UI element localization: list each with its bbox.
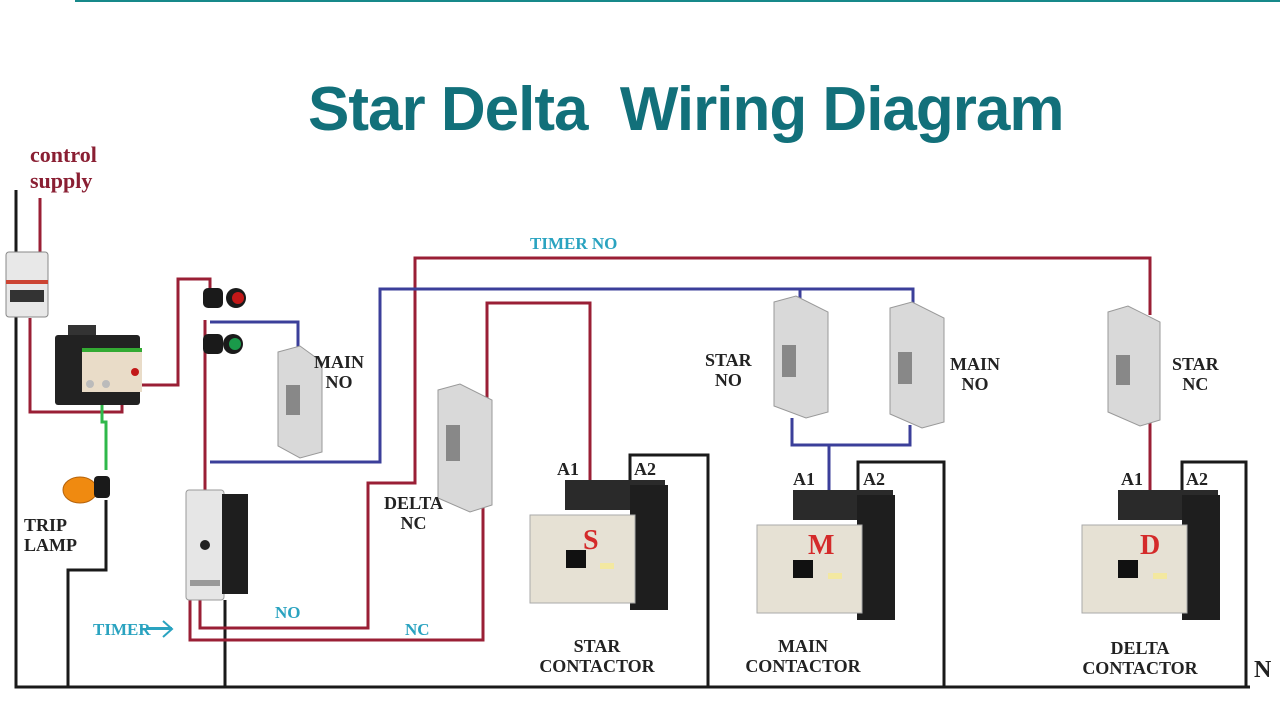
- main-contactor-letter: M: [808, 530, 835, 561]
- delta-contactor-line-1: DELTA: [1110, 638, 1170, 658]
- timer-no-top-wire: [413, 256, 1152, 460]
- aux-contact-delta-nc-icon: [437, 383, 493, 513]
- timer-arrow-icon-head: [140, 620, 174, 638]
- neutral-bus-wire: [14, 190, 1250, 689]
- main-no-2-label: MAIN NO: [950, 354, 1000, 394]
- main-no-2-line-2: NO: [961, 374, 989, 394]
- trip-lamp-wire: [100, 400, 108, 470]
- delta-a1-label: A1: [1121, 469, 1143, 489]
- timer-no-label: NO: [275, 603, 301, 622]
- timer-label: TIMER: [93, 620, 151, 639]
- mcb-icon: [5, 251, 49, 318]
- delta-nc-label: DELTA NC: [384, 493, 443, 533]
- main-contactor-label: MAIN CONTACTOR: [733, 636, 873, 676]
- star-no-line-1: STAR: [705, 350, 752, 370]
- main-no-1-line-2: NO: [325, 372, 353, 392]
- delta-nc-line-1: DELTA: [384, 493, 444, 513]
- star-no-line-2: NO: [714, 370, 742, 390]
- control-supply-line-1: control: [30, 142, 97, 167]
- star-a1-label: A1: [557, 459, 579, 479]
- main-no-2-line-1: MAIN: [950, 354, 1000, 374]
- star-no-label: STAR NO: [705, 350, 752, 390]
- delta-contactor-letter: D: [1140, 530, 1161, 561]
- top-rule: [75, 0, 1280, 2]
- control-supply-line-2: supply: [30, 168, 93, 193]
- main-a2-wire: [856, 460, 946, 687]
- main-a1-label: A1: [793, 469, 815, 489]
- delta-a2-label: A2: [1186, 469, 1208, 489]
- contactor-delta-icon: [1081, 490, 1220, 620]
- main-no-1-line-1: MAIN: [314, 352, 364, 372]
- star-contactor-label: STAR CONTACTOR: [527, 636, 667, 676]
- star-main-parallel-wire: [790, 418, 912, 447]
- delta-nc-line-2: NC: [400, 513, 427, 533]
- star-nc-label: STAR NC: [1172, 354, 1219, 394]
- star-contactor-letter: S: [583, 525, 599, 556]
- trip-lamp-label: TRIP LAMP: [24, 515, 77, 555]
- timer-no-wire: [198, 460, 417, 630]
- aux-contact-star-no-icon: [773, 295, 829, 419]
- aux-contact-main-no-2-icon: [889, 301, 945, 429]
- indicator-red-icon: [203, 288, 246, 308]
- trip-lamp-return-wire: [66, 500, 108, 687]
- neutral-label: N: [1254, 657, 1272, 683]
- star-a2-wire: [628, 453, 710, 687]
- overload-relay-icon: [55, 325, 142, 405]
- star-contactor-line-1: STAR: [573, 636, 621, 656]
- trip-lamp-icon: [62, 476, 110, 504]
- star-nc-line-2: NC: [1182, 374, 1209, 394]
- timer-no-top-label: TIMER NO: [530, 234, 618, 253]
- page-title: Star Delta Wiring Diagram: [308, 75, 1065, 144]
- main-no-1-label: MAIN NO: [314, 352, 364, 392]
- delta-contactor-label: DELTA CONTACTOR: [1070, 638, 1210, 678]
- main-contactor-line-1: MAIN: [778, 636, 828, 656]
- aux-contact-star-nc-icon: [1107, 305, 1161, 427]
- main-contactor-line-2: CONTACTOR: [745, 656, 861, 676]
- main-a2-label: A2: [863, 469, 885, 489]
- star-feed-wire: [485, 301, 592, 485]
- delta-contactor-line-2: CONTACTOR: [1082, 658, 1198, 678]
- aux-contact-main-no-1-icon: [277, 345, 323, 459]
- timer-nc-label: NC: [405, 620, 430, 639]
- main-no-1-bottom-wire: [210, 287, 915, 464]
- indicator-green-icon: [203, 334, 243, 354]
- contactor-main-icon: [756, 490, 895, 620]
- timer-relay-icon: [185, 489, 248, 601]
- star-nc-line-1: STAR: [1172, 354, 1219, 374]
- trip-lamp-line-2: LAMP: [24, 535, 77, 555]
- control-supply-label: control supply: [30, 142, 97, 194]
- olr-to-indicator-wire: [140, 277, 212, 387]
- star-contactor-line-2: CONTACTOR: [539, 656, 655, 676]
- star-a2-label: A2: [634, 459, 656, 479]
- timer-nc-wire: [188, 500, 485, 642]
- delta-a2-wire: [1180, 460, 1248, 687]
- contactor-star-icon: [529, 480, 668, 610]
- trip-lamp-line-1: TRIP: [24, 515, 68, 535]
